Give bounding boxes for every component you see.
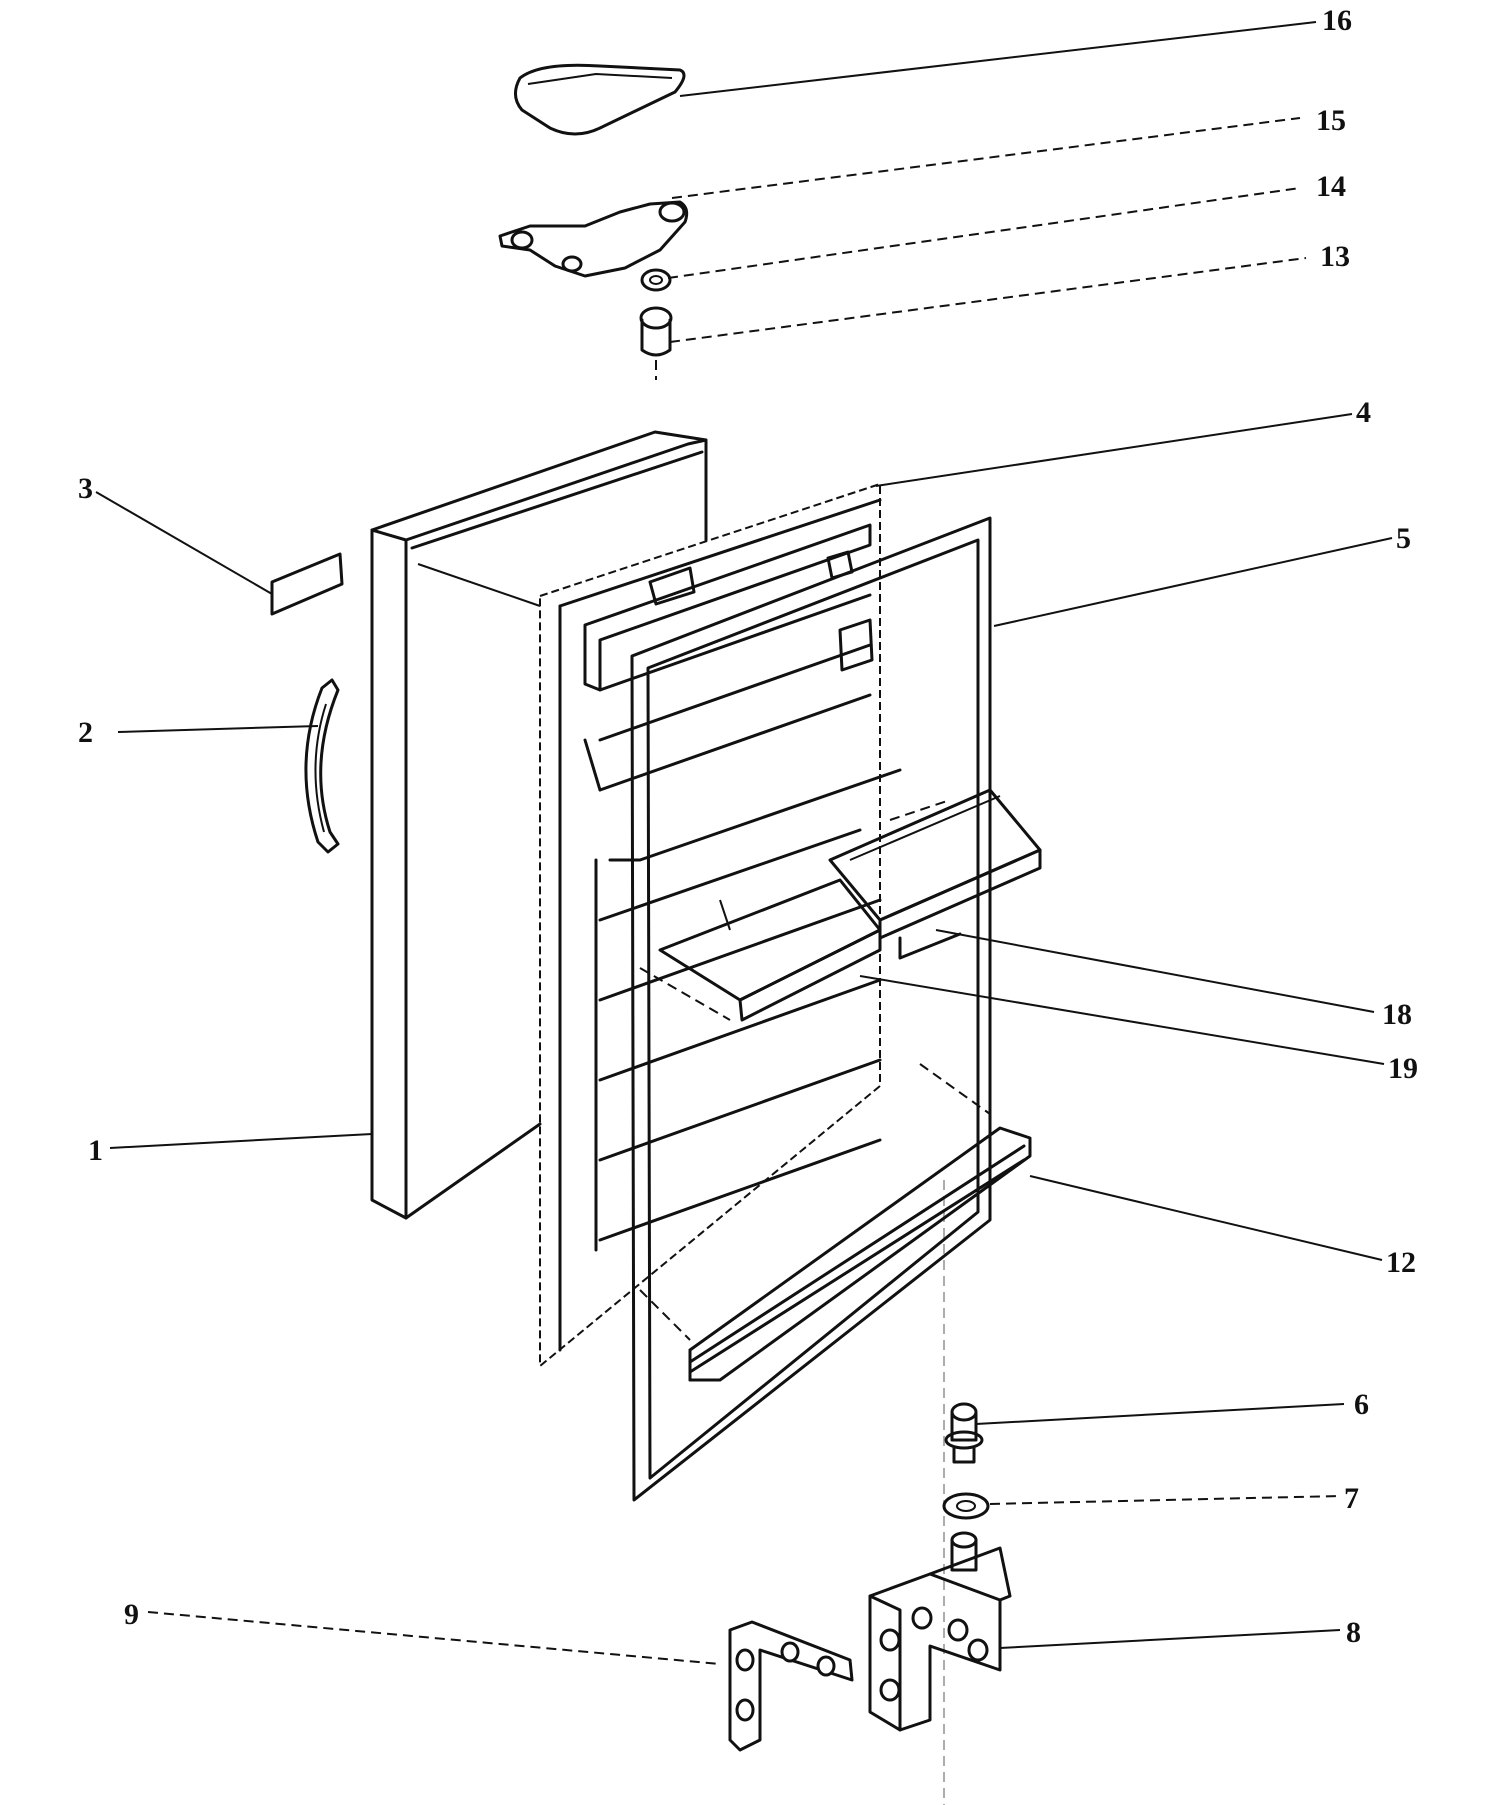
leader-lines <box>95 21 1393 1665</box>
callout-15: 15 <box>1316 104 1346 137</box>
callout-9: 9 <box>124 1598 139 1631</box>
door-shelf-lower-part <box>639 878 882 1022</box>
outer-door-panel-part <box>370 430 708 1220</box>
callout-14: 14 <box>1316 170 1346 203</box>
callout-7: 7 <box>1344 1482 1359 1515</box>
top-hinge-plate-part <box>498 200 689 278</box>
callout-6: 6 <box>1354 1388 1369 1421</box>
callout-2: 2 <box>78 716 93 749</box>
inner-door-liner-part <box>539 483 902 1367</box>
callout-3: 3 <box>78 472 93 505</box>
bottom-hinge-bracket-part <box>868 1531 1012 1732</box>
callout-labels: 16 15 14 13 4 5 3 2 1 18 19 12 6 7 8 9 <box>78 4 1418 1649</box>
callout-16: 16 <box>1322 4 1352 37</box>
badge-part <box>270 552 344 616</box>
callout-12: 12 <box>1386 1246 1416 1279</box>
callout-5: 5 <box>1396 522 1411 555</box>
washer-part-14 <box>640 268 672 292</box>
bottom-door-rail-part <box>639 1063 1032 1382</box>
pivot-pin-part-6 <box>944 1402 984 1464</box>
callout-19: 19 <box>1388 1052 1418 1085</box>
callout-1: 1 <box>88 1134 103 1167</box>
door-shelf-upper-part <box>828 788 1042 960</box>
door-gasket-part <box>630 516 992 1502</box>
l-bracket-part <box>728 1620 854 1752</box>
callout-4: 4 <box>1356 396 1371 429</box>
callout-8: 8 <box>1346 1616 1361 1649</box>
door-handle-part <box>304 678 340 854</box>
hinge-cover-part <box>514 63 686 136</box>
callout-13: 13 <box>1320 240 1350 273</box>
washer-part-7 <box>942 1492 990 1520</box>
hinge-bushing-part-13 <box>639 306 673 380</box>
callout-18: 18 <box>1382 998 1412 1031</box>
